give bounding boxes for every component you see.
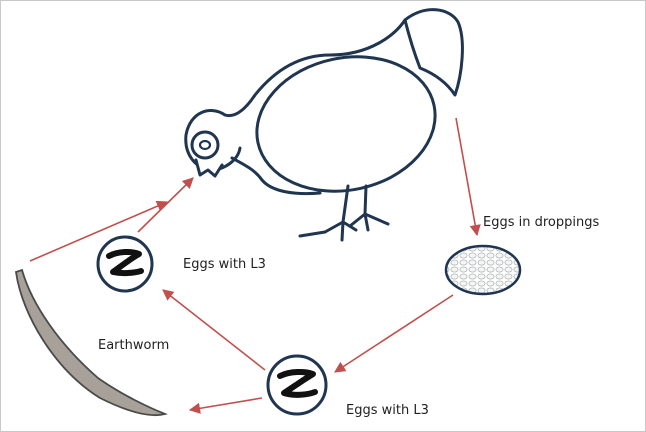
arrow-upper-egg-to-chicken: [138, 178, 193, 232]
label-eggs-in-droppings: Eggs in droppings: [483, 215, 599, 230]
arrow-lower-egg-to-earthworm: [190, 398, 262, 410]
arrow-droppings-to-lower-egg: [335, 295, 453, 372]
label-eggs-with-l3-upper: Eggs with L3: [183, 257, 266, 272]
egg-with-l3-lower-icon: [268, 356, 326, 414]
droppings-icon: [446, 246, 520, 294]
arrow-lower-egg-to-upper-egg: [163, 290, 265, 370]
egg-with-l3-upper-icon: [98, 237, 152, 291]
arrow-chicken-to-droppings: [456, 118, 477, 235]
chicken-icon: [186, 10, 463, 240]
label-earthworm: Earthworm: [98, 338, 169, 353]
label-eggs-with-l3-lower: Eggs with L3: [346, 403, 429, 418]
